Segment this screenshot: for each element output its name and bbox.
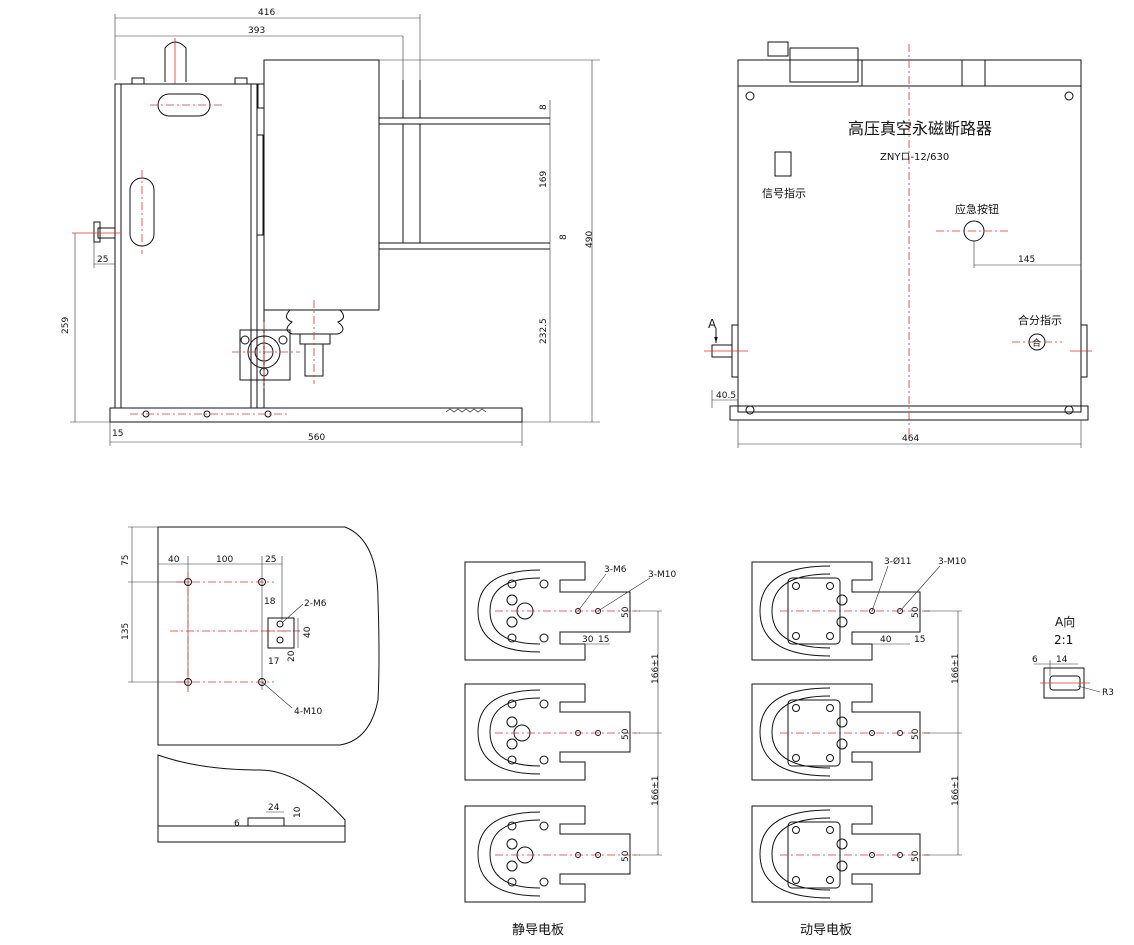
mount-dim-6: 6 [234,819,240,829]
mount-dim-17: 17 [268,657,279,667]
moving-dim-50a: 50 [911,606,921,618]
moving-dim-50b: 50 [911,728,921,740]
a-view-scale: 2:1 [1054,633,1073,647]
mount-dim-25: 25 [265,555,276,565]
mount-dim-75: 75 [121,555,131,566]
static-caption: 静导电板 [512,923,564,938]
mount-dim-135: 135 [121,623,131,640]
dim-8a: 8 [539,104,549,110]
moving-dim-166b: 166±1 [951,776,961,806]
breaker-title: 高压真空永磁断路器 [848,119,992,138]
a-view-title: A向 [1055,614,1075,629]
mount-dim-40: 40 [168,555,180,565]
static-dim-50c: 50 [621,850,631,862]
side-view: 416 393 [61,8,600,446]
static-plate-1: 3-M6 3-M10 50 30 15 [464,561,676,661]
mount-m10: 4-M10 [294,707,322,717]
static-dim-15: 15 [598,635,609,645]
a-dim-6: 6 [1032,655,1038,665]
dim-259: 259 [61,317,71,334]
onoff-mark: 合 [1032,337,1041,349]
dim-40-5: 40.5 [716,391,736,401]
onoff-label: 合分指示 [1018,313,1062,327]
dim-15: 15 [112,429,123,439]
mount-dim-24: 24 [268,803,280,813]
dim-25: 25 [97,255,108,265]
moving-caption: 动导电板 [800,923,852,938]
emergency-label: 应急按钮 [955,202,999,216]
signal-window [774,151,792,177]
static-plates: 3-M6 3-M10 50 30 15 50 [464,561,676,938]
static-plate-3: 50 [464,805,640,903]
a-view: A向 2:1 6 14 R3 [1032,614,1114,699]
dim-169: 169 [539,171,549,188]
static-dim-30: 30 [582,635,594,645]
dim-490: 490 [585,231,595,248]
moving-m10: 3-M10 [938,557,966,567]
moving-dim-40: 40 [880,635,892,645]
moving-plates: 3-Ø11 3-M10 50 40 15 50 [751,556,966,938]
moving-dim-50c: 50 [911,850,921,862]
dim-393: 393 [248,26,265,36]
moving-o11: 3-Ø11 [884,556,912,567]
moving-plate-1: 3-Ø11 3-M10 50 40 15 [751,556,966,661]
moving-plate-2: 50 [751,683,930,781]
static-m6: 3-M6 [604,565,627,575]
static-dim-166b: 166±1 [651,776,661,806]
moving-dim-166a: 166±1 [951,654,961,684]
moving-dim-15: 15 [914,635,925,645]
dim-232-5: 232.5 [539,318,549,344]
mount-dim-20: 20 [287,650,297,662]
static-m10: 3-M10 [648,570,676,580]
moving-plate-3: 50 [751,805,930,903]
a-dim-14: 14 [1056,655,1068,665]
a-dim-r3: R3 [1102,688,1114,698]
mount-m6: 2-M6 [304,599,327,609]
mount-dim-10: 10 [293,806,303,818]
signal-label: 信号指示 [762,186,806,200]
static-dim-50a: 50 [621,606,631,618]
dim-560: 560 [308,433,325,443]
dim-145: 145 [1018,255,1035,265]
static-plate-2: 50 [464,683,640,781]
breaker-model: ZNYロ-12/630 [880,152,949,163]
mount-view: 75 135 40 100 25 18 2-M6 40 20 17 4-M10 [121,526,380,843]
static-dim-166a: 166±1 [651,654,661,684]
dim-464: 464 [902,434,919,444]
dim-416: 416 [258,8,275,18]
arrow-label-a: A [708,317,717,331]
mount-dim-18: 18 [264,597,276,607]
mount-dim-40b: 40 [303,626,313,638]
dim-8b: 8 [559,234,569,240]
front-view: 高压真空永磁断路器 ZNYロ-12/630 信号指示 应急按钮 145 合分指示… [704,41,1092,448]
mount-dim-100: 100 [216,555,233,565]
static-dim-50b: 50 [621,728,631,740]
